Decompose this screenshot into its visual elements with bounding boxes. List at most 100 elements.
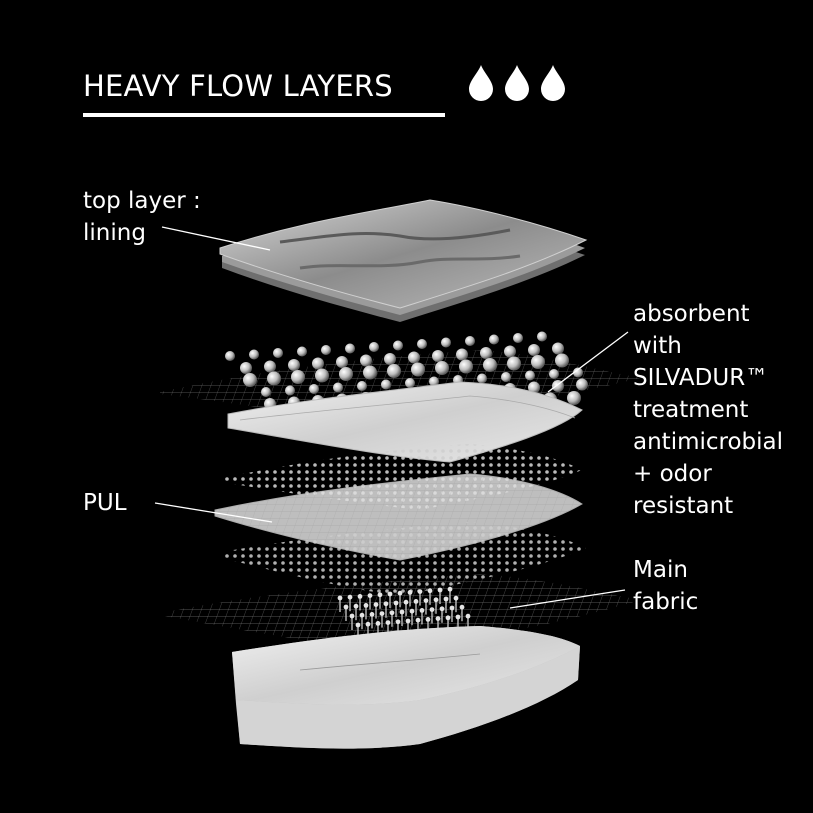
label-line: antimicrobial [633,429,784,455]
pin-head [433,597,439,603]
pin-head [443,596,449,602]
bead [549,369,559,379]
pin-head [403,599,409,605]
bead [357,381,367,391]
pin-head [397,590,403,596]
bead [525,370,535,381]
label-line: SILVADUR™ [633,365,769,391]
pin-head [363,603,369,608]
bead [243,373,257,387]
bead [321,345,331,355]
dotted-spacer-layer [222,522,586,596]
leader-line-absorbent [547,331,629,393]
pin-head [343,604,349,610]
pin-head [453,595,459,601]
bead [249,349,259,360]
absorbent-pad [227,381,583,463]
pin-head [355,622,361,628]
pin-head [379,611,385,616]
pin-head [399,609,405,615]
bead [552,342,564,355]
pin-head [455,614,461,620]
label-absorbent: absorbent with SILVADUR™ treatment antim… [633,298,783,522]
bead [567,391,581,405]
pin-head [359,612,365,618]
bead [531,355,545,369]
pin-head [357,594,363,599]
pin-head [337,595,343,601]
bead [384,353,396,365]
label-line: Main [633,557,688,583]
pin-head [425,617,431,622]
bead [555,353,569,368]
bead [483,358,497,372]
bead [507,356,521,371]
bead [504,345,516,358]
pin-head [409,608,415,614]
bead [225,351,235,361]
bead [369,342,379,352]
label-line: fabric [633,589,699,615]
leader-line-main-fabric [509,589,626,609]
pin-head [395,619,401,625]
page-title: HEAVY FLOW LAYERS [83,69,393,103]
bead [528,344,540,356]
pin-head [373,602,379,607]
label-line: absorbent [633,301,750,327]
bead [417,339,427,349]
bead [288,359,300,371]
pin-head [465,613,471,619]
pin-head [447,586,453,592]
bead [528,381,540,394]
bead [291,370,305,384]
pin-head [365,621,371,627]
water-drop-icon [541,65,565,101]
label-line: top layer : [83,188,201,214]
bead [465,336,475,346]
label-top-layer: top layer : lining [83,185,201,249]
bead [264,360,276,373]
bead [393,340,403,351]
leader-line-pul [154,502,273,523]
label-line: treatment [633,397,749,423]
bead [573,367,583,378]
bead [381,379,391,390]
pin-head [375,621,381,626]
bead [336,356,348,368]
bead [240,362,252,374]
pin-head [389,610,395,616]
title-underline [83,113,445,117]
pin-head [383,601,389,607]
bead [441,337,451,348]
label-line: with [633,333,682,359]
pin-head [439,606,445,612]
bead [267,371,281,386]
label-main-fabric: Main fabric [633,554,698,618]
leader-line-top-layer [161,226,271,251]
bead [297,346,307,357]
bead [315,368,329,383]
pin-head [435,616,441,621]
pin-head [367,593,373,598]
pin-head [437,587,443,593]
bead [501,372,511,382]
bead [273,348,283,358]
flow-level-indicator [466,64,568,102]
bead [408,351,420,364]
bead [312,357,324,370]
label-line: + odor [633,461,712,487]
bead [309,384,319,394]
bead [261,387,271,397]
bead [537,331,547,342]
bead [345,343,355,354]
pin-head [387,591,393,597]
bead [435,361,449,375]
bead [513,333,523,343]
bead [339,367,353,381]
pin-head [407,590,413,595]
pin-head [349,613,355,619]
pin-head [415,617,421,623]
pin-head [429,607,435,612]
